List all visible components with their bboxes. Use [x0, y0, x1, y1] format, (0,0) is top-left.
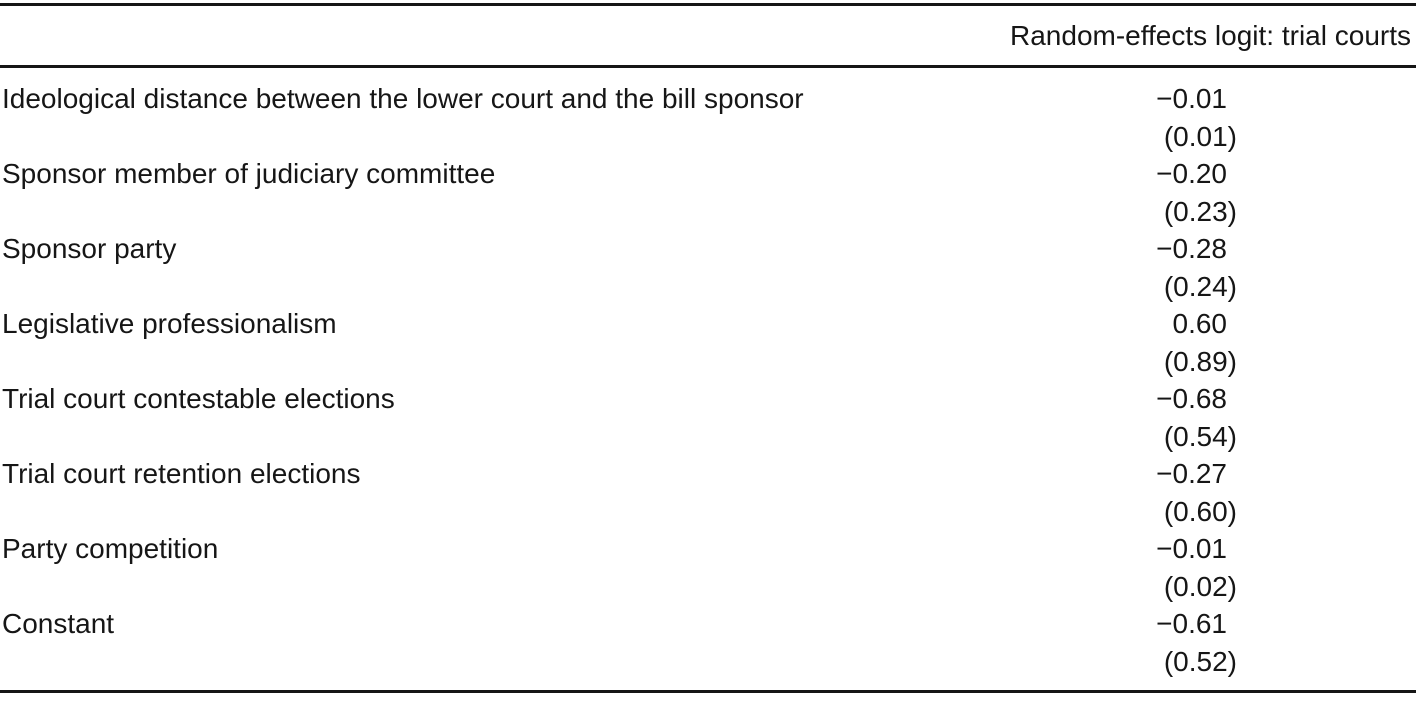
standard-error-value: (0.02)	[1163, 570, 1237, 602]
standard-error-value: (0.23)	[1163, 195, 1237, 227]
variable-label: Constant	[2, 608, 115, 639]
table-row: Sponsor party −0.28 (0.24)	[0, 230, 1416, 305]
value-cell: −0.28 (0.24)	[1067, 230, 1237, 305]
variable-label: Sponsor member of judiciary committee	[2, 158, 496, 189]
top-rule	[0, 3, 1416, 6]
column-header: Random-effects logit: trial courts	[1010, 19, 1411, 51]
header-rule	[0, 65, 1416, 68]
standard-error-value: (0.60)	[1163, 495, 1237, 527]
value-cell: −0.20 (0.23)	[1067, 155, 1237, 230]
value-cell: −0.68 (0.54)	[1067, 380, 1237, 455]
table-row: Constant −0.61 (0.52)	[0, 605, 1416, 680]
standard-error-value: (0.54)	[1163, 420, 1237, 452]
coefficient-value: −0.28	[1156, 233, 1227, 264]
variable-label: Trial court contestable elections	[2, 383, 395, 414]
coefficient-value: −0.01	[1156, 533, 1227, 564]
variable-label: Sponsor party	[2, 233, 177, 264]
value-cell: −0.61 (0.52)	[1067, 605, 1237, 680]
coefficient-value: −0.20	[1156, 158, 1227, 189]
variable-label: Ideological distance between the lower c…	[2, 83, 804, 114]
variable-label: Trial court retention elections	[2, 458, 361, 489]
standard-error-value: (0.24)	[1163, 270, 1237, 302]
coefficient-value: 0.60	[1172, 308, 1228, 339]
coefficient-value: −0.27	[1156, 458, 1227, 489]
bottom-rule	[0, 690, 1416, 693]
table-row: Sponsor member of judiciary committee −0…	[0, 155, 1416, 230]
standard-error-value: (0.52)	[1163, 645, 1237, 677]
value-cell: −0.01 (0.02)	[1067, 530, 1237, 605]
standard-error-value: (0.01)	[1163, 120, 1237, 152]
coefficient-value: −0.01	[1156, 83, 1227, 114]
standard-error-value: (0.89)	[1163, 345, 1237, 377]
table-body: Ideological distance between the lower c…	[0, 68, 1416, 680]
coefficient-value: −0.61	[1156, 608, 1227, 639]
regression-table: Random-effects logit: trial courts Ideol…	[0, 3, 1416, 693]
table-row: Ideological distance between the lower c…	[0, 80, 1416, 155]
coefficient-value: −0.68	[1156, 383, 1227, 414]
value-cell: 0.60 (0.89)	[1067, 305, 1237, 380]
table-row: Trial court contestable elections −0.68 …	[0, 380, 1416, 455]
value-cell: −0.27 (0.60)	[1067, 455, 1237, 530]
table-row: Trial court retention elections −0.27 (0…	[0, 455, 1416, 530]
variable-label: Legislative professionalism	[2, 308, 337, 339]
value-cell: −0.01 (0.01)	[1067, 80, 1237, 155]
table-row: Legislative professionalism 0.60 (0.89)	[0, 305, 1416, 380]
table-row: Party competition −0.01 (0.02)	[0, 530, 1416, 605]
variable-label: Party competition	[2, 533, 219, 564]
table-header-row: Random-effects logit: trial courts	[0, 6, 1416, 65]
